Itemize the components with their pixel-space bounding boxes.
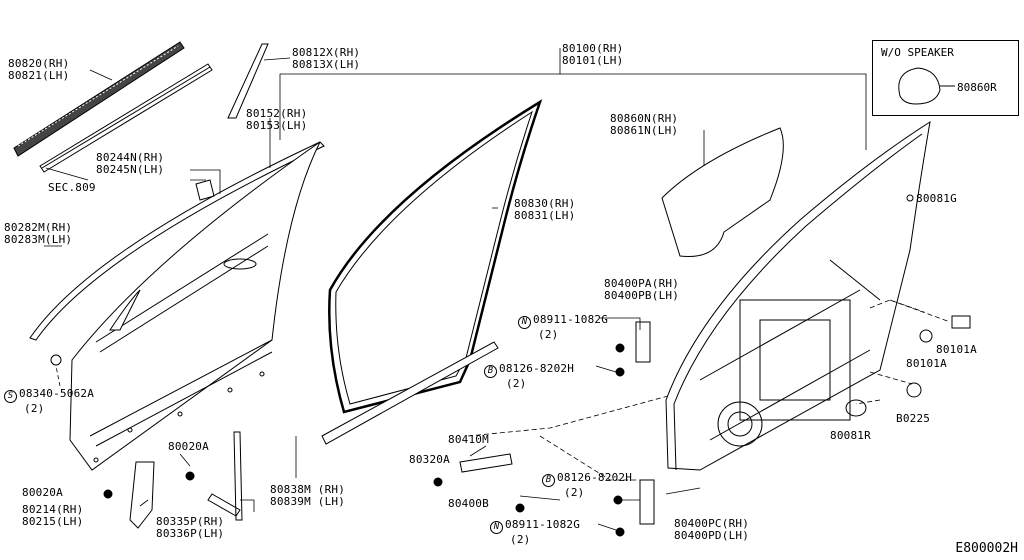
label-80282m: 80282M(RH)80283M(LH) [4, 221, 73, 246]
label-sec809: SEC.809 [48, 181, 96, 194]
label-80152: 80152(RH)80153(LH) [246, 107, 308, 132]
label-80860n: 80860N(RH)80861N(LH) [610, 112, 679, 137]
diagram-reference-code: E800002H [955, 541, 1018, 556]
label-80244n: 80244N(RH)80245N(LH) [96, 151, 165, 176]
leader-lines [44, 48, 951, 531]
door-hinges [433, 321, 655, 537]
door-outer-panel [69, 141, 321, 471]
label-80838m: 80838M (RH)80839M (LH) [270, 483, 346, 508]
label-80400pa: 80400PA(RH)80400PB(LH) [604, 277, 680, 302]
door-weatherstrip-outer [29, 141, 325, 341]
label-80101a-left: 80101A [906, 357, 947, 370]
inset-without-speaker-box: W/O SPEAKER 80860R [872, 40, 1019, 116]
door-inner-panel [665, 120, 931, 471]
small-clips-and-plugs [50, 179, 971, 499]
label-b0225: B0225 [896, 412, 931, 425]
label-80101a-right: 80101A [936, 343, 977, 356]
label-80335p: 80335P(RH)80336P(LH) [156, 515, 225, 540]
label-80214: 80214(RH)80215(LH) [22, 503, 84, 528]
label-80400b: 80400B [448, 497, 489, 510]
sill-moulding [321, 341, 499, 445]
sash-trim-piece [227, 43, 269, 119]
label-80020a-lower: 80020A [22, 486, 63, 499]
door-speaker-cover-sheet [661, 127, 784, 257]
label-80830: 80830(RH)80831(LH) [514, 197, 576, 222]
label-80410m: 80410M [448, 433, 489, 446]
belt-moulding-strips [13, 41, 213, 173]
label-80400pc: 80400PC(RH)80400PD(LH) [674, 517, 750, 542]
label-80081g: 80081G [916, 192, 957, 205]
door-check-link [129, 461, 155, 529]
inset-speaker-plate [898, 67, 955, 105]
label-80320a: 80320A [409, 453, 450, 466]
door-opening-weatherstrip [328, 99, 543, 414]
label-80820: 80820(RH)80821(LH) [8, 57, 70, 82]
door-check-strap [207, 431, 243, 521]
label-80812x: 80812X(RH)80813X(LH) [292, 46, 361, 71]
inset-part-number: 80860R [957, 81, 997, 94]
label-80081r: 80081R [830, 429, 871, 442]
inset-title: W/O SPEAKER [881, 46, 954, 59]
label-80100: 80100(RH)80101(LH) [562, 42, 624, 67]
label-80020a-upper: 80020A [168, 440, 209, 453]
